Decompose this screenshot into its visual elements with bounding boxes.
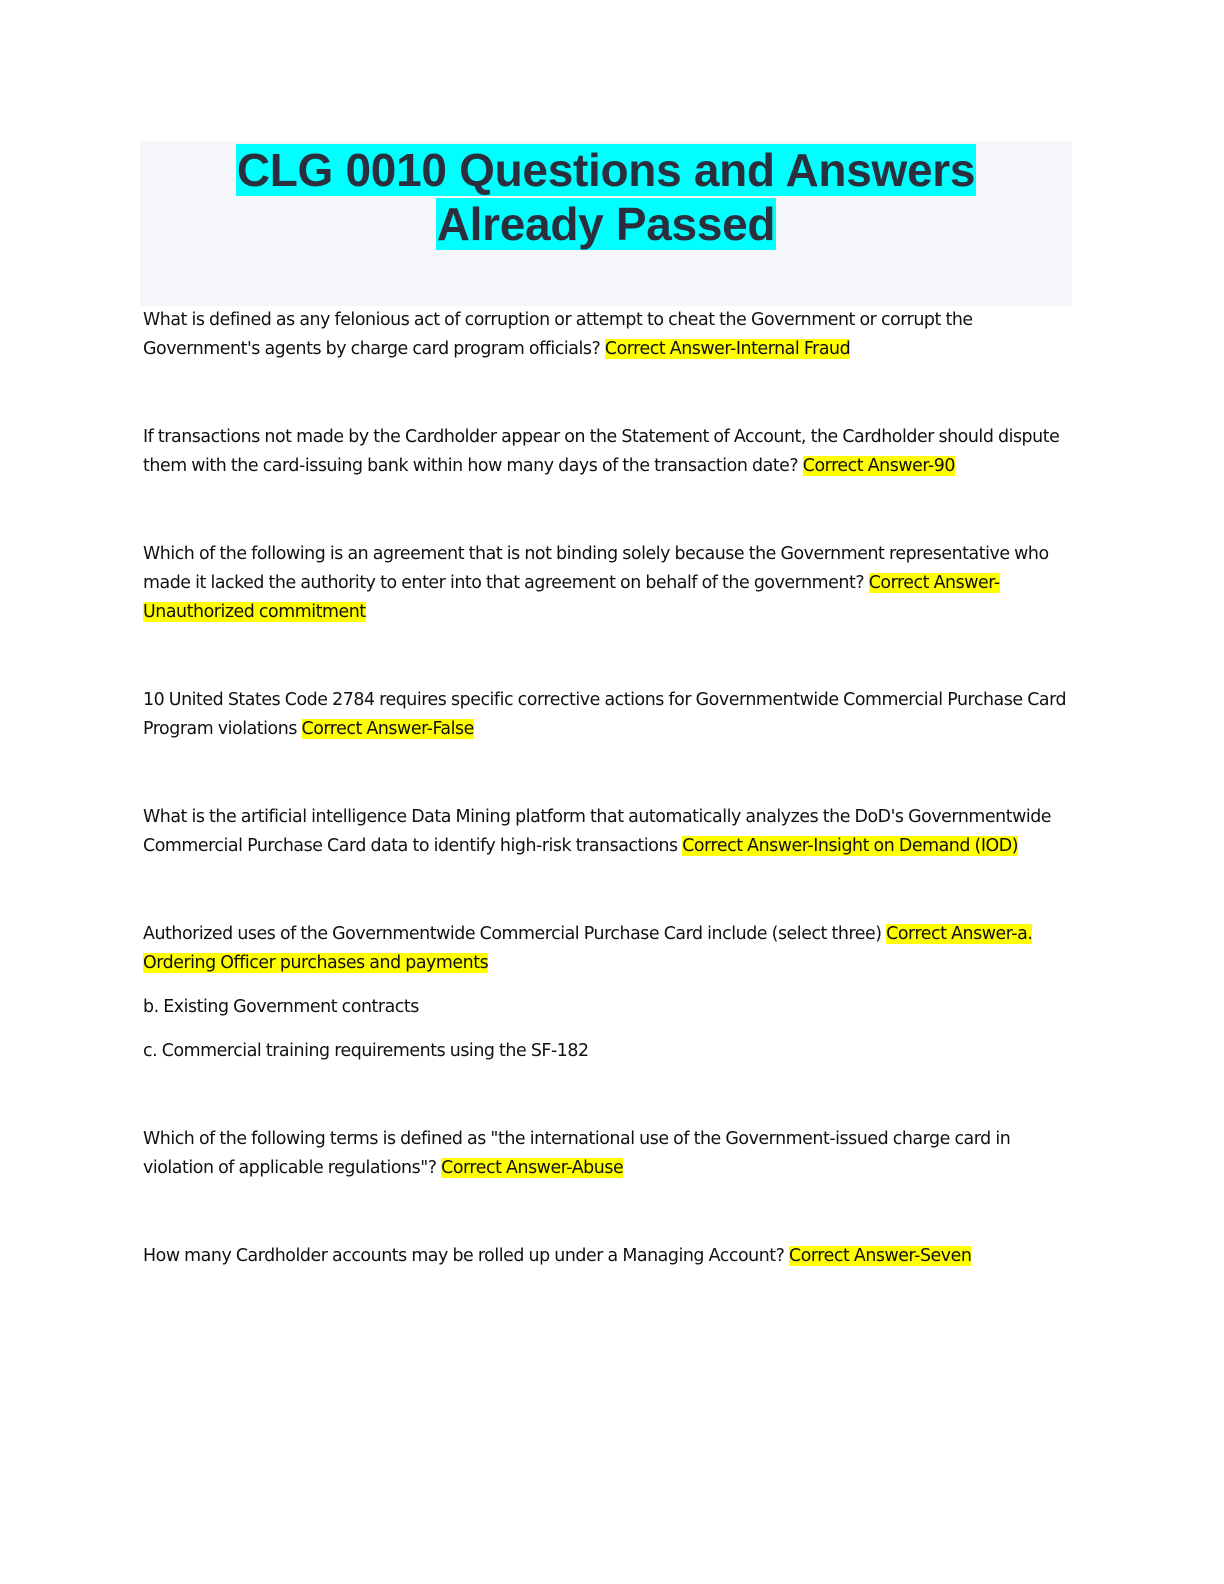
question-text: Which of the following terms is defined …	[143, 1129, 1011, 1178]
question-text: Which of the following is an agreement t…	[143, 544, 1049, 593]
question-text: What is defined as any felonious act of …	[143, 310, 973, 359]
qa-item-4: 10 United States Code 2784 requires spec…	[143, 686, 1073, 744]
qa-list: What is defined as any felonious act of …	[143, 306, 1073, 1271]
answer-option-c: c. Commercial training requirements usin…	[143, 1041, 589, 1061]
question-text: How many Cardholder accounts may be roll…	[143, 1246, 785, 1266]
qa-item-3: Which of the following is an agreement t…	[143, 540, 1073, 627]
title-line-2: Already Passed	[435, 198, 777, 250]
qa-item-6: Authorized uses of the Governmentwide Co…	[143, 920, 1073, 978]
qa-item-1: What is defined as any felonious act of …	[143, 306, 1073, 364]
qa-item-7: Which of the following terms is defined …	[143, 1125, 1073, 1183]
question-text: What is the artificial intelligence Data…	[143, 807, 1052, 856]
answer-text: Correct Answer-Internal Fraud	[604, 339, 851, 359]
answer-text: Correct Answer-Insight on Demand (IOD)	[682, 836, 1019, 856]
question-text: Authorized uses of the Governmentwide Co…	[143, 924, 882, 944]
answer-option-b: b. Existing Government contracts	[143, 997, 419, 1017]
answer-text: Correct Answer-Seven	[789, 1246, 972, 1266]
question-text: If transactions not made by the Cardhold…	[143, 427, 1060, 476]
title-box: CLG 0010 Questions and Answers Already P…	[140, 141, 1072, 306]
qa-item-2: If transactions not made by the Cardhold…	[143, 423, 1073, 481]
document-title: CLG 0010 Questions and Answers Already P…	[140, 141, 1072, 251]
question-text: 10 United States Code 2784 requires spec…	[143, 690, 1067, 739]
answer-text: Correct Answer-90	[802, 456, 955, 476]
answer-text: Correct Answer-Abuse	[441, 1158, 624, 1178]
qa-item-5: What is the artificial intelligence Data…	[143, 803, 1073, 861]
title-line-1: CLG 0010 Questions and Answers	[235, 144, 977, 196]
answer-text: Correct Answer-False	[301, 719, 474, 739]
qa-item-8: How many Cardholder accounts may be roll…	[143, 1242, 1073, 1271]
